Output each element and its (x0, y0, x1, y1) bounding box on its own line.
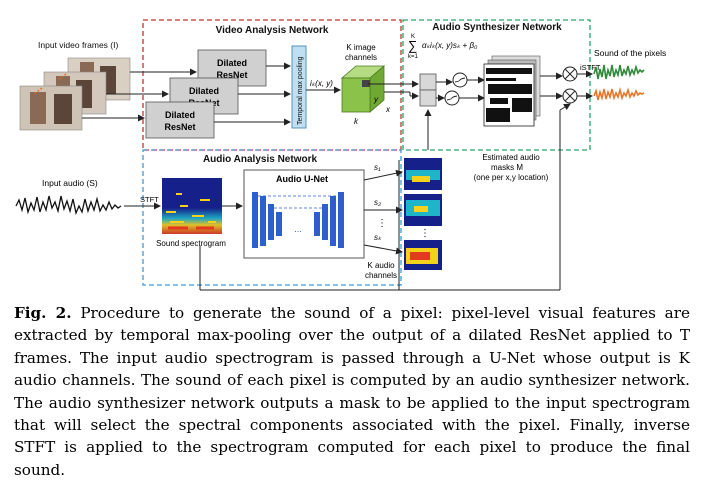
figure-diagram: Video Analysis Network Audio Synthesizer… (15, 19, 666, 291)
input-audio-label: Input audio (S) (42, 178, 98, 188)
caption-label: Fig. 2. (14, 304, 72, 322)
synth-mult-bottom (419, 89, 437, 107)
dilated-resnet-front: Dilated ResNet (145, 101, 215, 139)
audio-network-box (142, 149, 402, 286)
estimated-masks-label-2: masks M (491, 163, 523, 172)
multiply-top (562, 66, 578, 82)
spectrogram-label: Sound spectrogram (156, 239, 226, 248)
temporal-pool-bar (291, 45, 307, 129)
svg-text:αₖiₖ(x, y)sₖ + β₀: αₖiₖ(x, y)sₖ + β₀ (422, 41, 478, 50)
k-audio-channels-label: K audio (367, 261, 395, 270)
svg-text:Dilated: Dilated (217, 58, 247, 68)
svg-text:k: k (354, 117, 359, 126)
synth-network-box (402, 19, 591, 151)
audio-network-title: Audio Analysis Network (203, 154, 318, 165)
audio-channel-2 (404, 194, 442, 226)
input-frames-label: Input video frames (I) (38, 40, 118, 50)
svg-text:...: ... (294, 224, 302, 234)
svg-text:ResNet: ResNet (164, 122, 195, 132)
svg-text:K: K (411, 34, 415, 40)
synth-network-title: Audio Synthesizer Network (432, 22, 562, 33)
video-network-title: Video Analysis Network (216, 25, 329, 36)
channel-vdots: ⋮ (420, 228, 430, 239)
vdots-label: ⋮ (377, 218, 387, 229)
image-feature-cube: y x k (340, 65, 391, 126)
istft-top-label: iSTFT (580, 63, 601, 72)
svg-text:ResNet: ResNet (216, 70, 247, 80)
estimated-masks-label: Estimated audio (482, 153, 540, 162)
s1-label: s₁ (374, 163, 381, 172)
svg-text:Audio U-Net: Audio U-Net (276, 174, 328, 184)
input-waveform (15, 195, 122, 216)
k-audio-channels-label-2: channels (365, 271, 397, 280)
stft-label: STFT (140, 195, 159, 204)
audio-channel-1 (404, 158, 442, 190)
sound-spectrogram (162, 178, 222, 234)
multiply-bottom (562, 88, 578, 104)
k-image-channels-label-2: channels (345, 53, 377, 62)
figure-caption: Fig. 2. Procedure to generate the sound … (14, 302, 690, 481)
svg-text:x: x (385, 105, 391, 114)
synth-mult-top (419, 73, 437, 91)
svg-text:Dilated: Dilated (189, 86, 219, 96)
ik-label: iₖ(x, y) (310, 79, 333, 88)
sound-of-pixels-label: Sound of the pixels (594, 48, 666, 58)
synth-formula: ∑ K k=1 αₖiₖ(x, y)sₖ + β₀ (408, 34, 478, 60)
svg-text:k=1: k=1 (408, 54, 419, 60)
mask-stack (483, 55, 541, 127)
s2-label: s₂ (374, 198, 381, 207)
caption-text: Procedure to generate the sound of a pix… (14, 304, 690, 479)
estimated-masks-label-3: (one per x,y location) (474, 173, 549, 182)
svg-text:y: y (373, 95, 379, 104)
k-image-channels-label: K image (346, 43, 376, 52)
svg-text:∑: ∑ (408, 38, 417, 53)
svg-text:Dilated: Dilated (165, 110, 195, 120)
audio-unet: Audio U-Net ... (243, 169, 365, 259)
temporal-pool-label: Temporal max pooling (297, 56, 304, 125)
video-frame-stack (19, 57, 131, 131)
output-waveform-orange (593, 86, 645, 101)
output-waveform-green (593, 64, 645, 80)
sk-label: sₖ (374, 233, 382, 242)
audio-channel-k (404, 240, 442, 270)
